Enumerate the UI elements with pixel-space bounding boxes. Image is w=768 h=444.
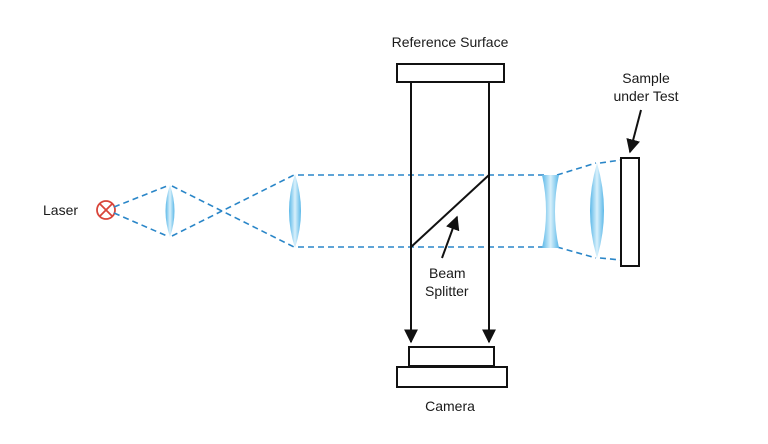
reference-surface-label: Reference Surface: [392, 34, 509, 50]
beam-splitter-label-line1: Beam: [429, 265, 466, 281]
lens-icon: [289, 174, 301, 248]
beam-splitter-pointer: [441, 215, 460, 259]
sample-label-line1: Sample: [622, 70, 670, 86]
laser-label: Laser: [43, 202, 78, 218]
lens-icon: [590, 163, 604, 258]
camera-label: Camera: [425, 398, 475, 414]
sample-under-test: [620, 157, 640, 267]
sample-pointer: [626, 109, 642, 154]
lens-icon: [165, 185, 175, 237]
sample-label-line2: under Test: [613, 88, 678, 104]
laser-source-icon: [96, 200, 116, 220]
beam-splitter: [410, 174, 490, 248]
beam-splitter-label-line2: Splitter: [425, 283, 469, 299]
reference-surface: [396, 63, 505, 83]
lens-icon: [542, 175, 559, 248]
camera: [396, 346, 508, 388]
beam-path: [113, 159, 622, 261]
